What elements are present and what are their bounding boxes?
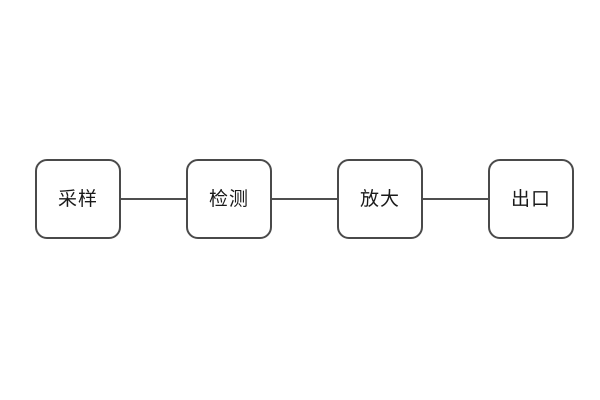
flow-node-amplification: 放大 (337, 159, 423, 239)
node-label-detection: 检测 (208, 188, 249, 210)
node-label-outlet: 出口 (510, 188, 551, 210)
flow-node-detection: 检测 (186, 159, 272, 239)
node-label-amplification: 放大 (359, 188, 400, 210)
connector-line-3 (423, 198, 488, 200)
connector-line-2 (272, 198, 337, 200)
connector-line-1 (121, 198, 186, 200)
flow-node-sampling: 采样 (35, 159, 121, 239)
node-label-sampling: 采样 (57, 188, 98, 210)
flow-node-outlet: 出口 (488, 159, 574, 239)
